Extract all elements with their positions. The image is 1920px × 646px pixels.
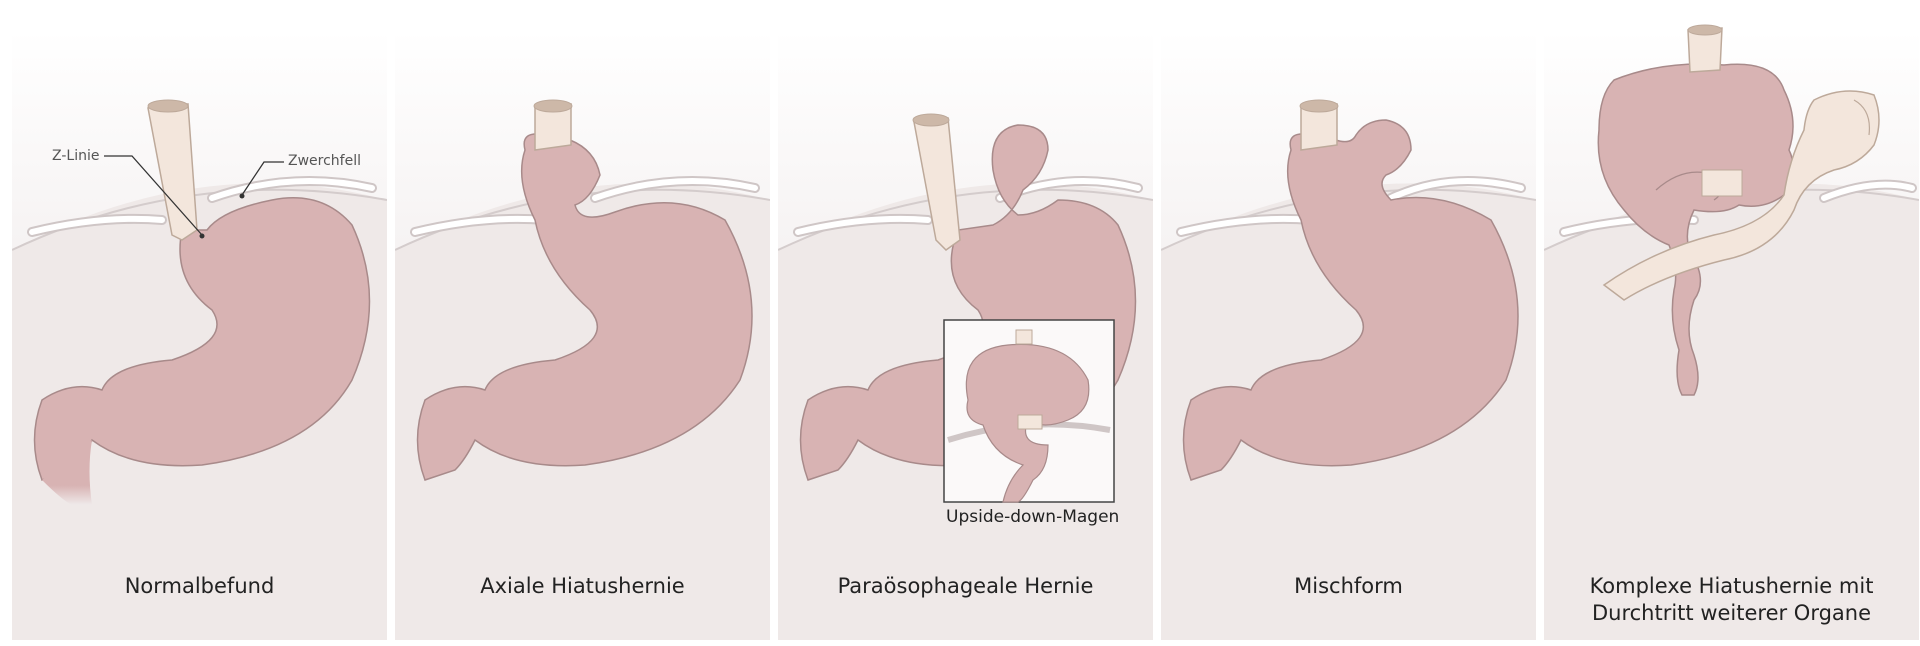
normal-stomach-illustration xyxy=(12,30,387,640)
panel-caption-line1: Komplexe Hiatushernie mit xyxy=(1589,574,1874,598)
panel-komplexe-hiatushernie: Komplexe Hiatushernie mit Durchtritt wei… xyxy=(1544,0,1919,640)
panel-caption: Mischform xyxy=(1294,574,1403,598)
panel-caption-line2: Durchtritt weiterer Organe xyxy=(1591,601,1872,625)
z-linie-label: Z-Linie xyxy=(52,148,100,164)
paraesophageal-hernia-illustration xyxy=(778,30,1153,640)
panel-normalbefund: Z-Linie Zwerchfell Normalbefund xyxy=(12,0,387,640)
mixed-hernia-illustration xyxy=(1161,30,1536,640)
panel-caption: Paraösophageale Hernie xyxy=(837,574,1094,598)
zwerchfell-label: Zwerchfell xyxy=(288,153,361,169)
complex-hernia-illustration xyxy=(1544,24,1919,640)
panel-caption: Normalbefund xyxy=(124,574,275,598)
panel-caption: Axiale Hiatushernie xyxy=(480,574,685,598)
panel-axiale-hiatushernie: Axiale Hiatushernie xyxy=(395,0,770,640)
panel-mischform: Mischform xyxy=(1161,0,1536,640)
inset-caption: Upside-down-Magen xyxy=(946,507,1120,527)
panel-paraoesophageale-hernie: Upside-down-Magen Paraösophageale Hernie xyxy=(778,0,1153,640)
axial-hernia-illustration xyxy=(395,30,770,640)
